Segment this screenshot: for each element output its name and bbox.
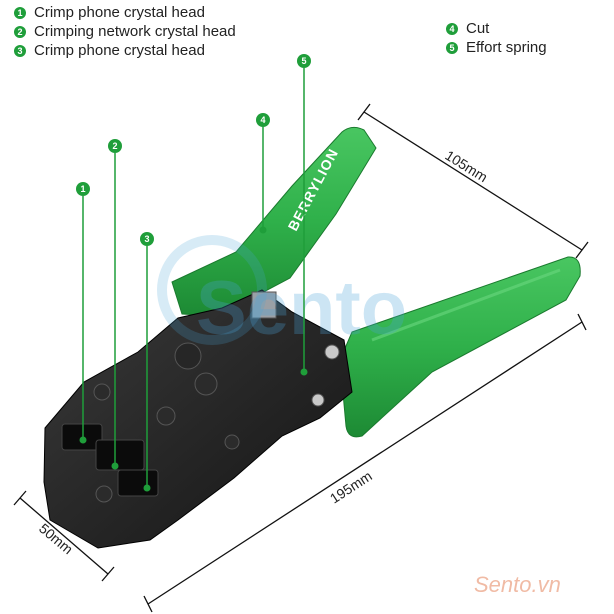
bolt [194,372,218,396]
crimp-cavity-3 [117,469,159,497]
callout-4: 4 [260,115,265,125]
bolt [224,434,240,450]
legend-item-5: 5 Effort spring [446,38,547,57]
effort-spring [324,344,340,360]
legend-item-4: 4 Cut [446,19,547,38]
callout-3: 3 [144,234,149,244]
legend-label-2: Crimping network crystal head [34,23,236,40]
watermark-logo: Sento [157,235,407,351]
legend-item-1: 1 Crimp phone crystal head [14,3,236,22]
legend-item-3: 3 Crimp phone crystal head [14,41,236,60]
bolt [174,342,202,370]
jaw-body [43,289,353,549]
pivot-screw [311,393,325,407]
legend-badge-4: 4 [446,22,458,35]
callout-lines [82,68,305,488]
legend-left: 1 Crimp phone crystal head 2 Crimping ne… [14,3,236,60]
legend-right: 4 Cut 5 Effort spring [446,19,547,57]
bolt [93,383,111,401]
bolt [95,485,113,503]
callout-1: 1 [80,184,85,194]
legend-label-3: Crimp phone crystal head [34,42,205,59]
cutter-blade [251,291,277,319]
dimension-lines [13,103,589,613]
crimp-cavity-2 [95,439,145,471]
bolt [156,406,176,426]
dimension-length-label: 195mm [327,468,375,507]
legend-label-5: Effort spring [466,39,547,56]
legend-item-2: 2 Crimping network crystal head [14,22,236,41]
site-watermark: Sento.vn [474,572,561,597]
callout-2: 2 [112,141,117,151]
watermark-text: Sento [196,266,407,351]
legend-badge-2: 2 [14,25,26,38]
callout-5: 5 [301,56,306,66]
legend-badge-5: 5 [446,41,458,54]
legend-label-4: Cut [466,20,490,37]
callout-dots [79,226,308,492]
legend-label-1: Crimp phone crystal head [34,4,205,21]
callout-badges: 1 2 3 4 5 [76,54,311,246]
legend-badge-3: 3 [14,44,26,57]
lower-handle [339,256,581,438]
upper-handle [171,126,377,317]
legend-badge-1: 1 [14,6,26,19]
